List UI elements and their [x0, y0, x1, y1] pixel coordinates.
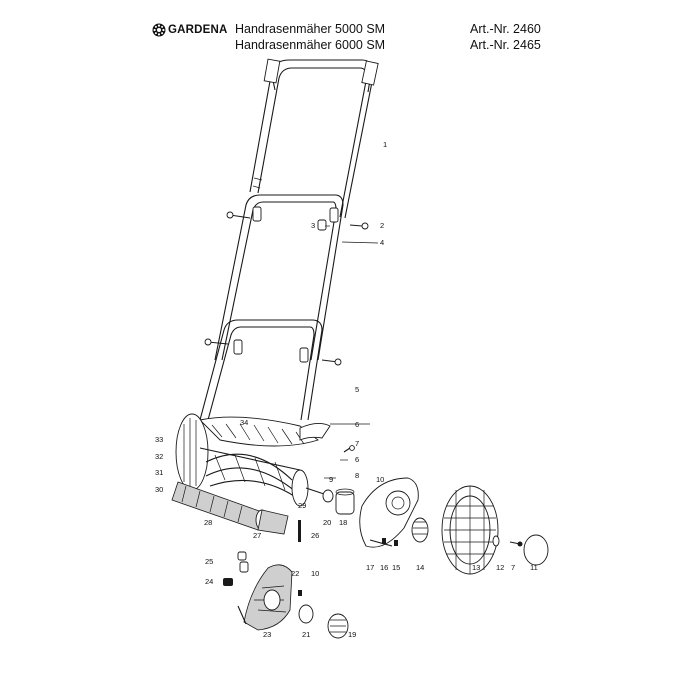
part-label: 33: [155, 435, 163, 444]
part-label: 20: [323, 518, 331, 527]
part-label: 29: [298, 501, 306, 510]
part-label: 14: [416, 563, 424, 572]
part-label: 24: [205, 577, 213, 586]
side-frame: [237, 564, 302, 631]
part-label: 7: [355, 439, 359, 448]
part-label: 23: [263, 630, 271, 639]
part-label: 31: [155, 468, 163, 477]
brand-logo: GARDENA: [152, 23, 228, 37]
part-label: 32: [155, 452, 163, 461]
part-label: 19: [348, 630, 356, 639]
handle-clip: [317, 219, 327, 231]
part-label: 30: [155, 485, 163, 494]
part-label: 7: [511, 563, 515, 572]
part-label: 27: [253, 531, 261, 540]
lower-handle: [199, 319, 323, 421]
part-label: 9: [329, 475, 333, 484]
part-label: 34: [240, 418, 248, 427]
part-label: 1: [383, 140, 387, 149]
part-label: 2: [380, 221, 384, 230]
brand-name: GARDENA: [168, 24, 228, 36]
part-label: 22: [291, 569, 299, 578]
part-label: 12: [496, 563, 504, 572]
handle-lever: [299, 423, 331, 441]
part-label: 6: [355, 455, 359, 464]
part-label: 21: [302, 630, 310, 639]
part-label: 18: [339, 518, 347, 527]
part-label: 3: [311, 221, 315, 230]
wheel: [441, 485, 499, 575]
bearings: [322, 488, 429, 543]
rear-roller: [171, 481, 301, 542]
gardena-flower-icon: [152, 23, 166, 37]
part-label: 11: [530, 563, 538, 572]
article-number-2460: Art.-Nr. 2460: [470, 22, 541, 36]
part-label: 10: [376, 475, 384, 484]
part-label: 8: [355, 471, 359, 480]
part-label: 17: [366, 563, 374, 572]
part-label: 13: [472, 563, 480, 572]
model-title-5000: Handrasenmäher 5000 SM: [235, 22, 386, 36]
middle-handle: [214, 194, 344, 361]
part-label: 16: [380, 563, 388, 572]
side-gear-housing: [359, 477, 419, 548]
hub-cap: [492, 534, 549, 566]
article-number-2465: Art.-Nr. 2465: [470, 38, 541, 52]
part-label: 26: [311, 531, 319, 540]
small-parts: [223, 551, 349, 639]
part-label: 5: [355, 385, 359, 394]
upper-handle: [249, 58, 379, 219]
document-header: GARDENA Handrasenmäher 5000 SM Handrasen…: [0, 22, 700, 58]
part-label: 4: [380, 238, 384, 247]
part-label: 6: [355, 420, 359, 429]
bolts: [204, 211, 369, 453]
part-label: 15: [392, 563, 400, 572]
part-labels: 1 2 3 4 5 6 7 6 8 9 10 34 33 32 31 30 29…: [155, 140, 538, 639]
model-title-6000: Handrasenmäher 6000 SM: [235, 38, 386, 52]
part-label: 25: [205, 557, 213, 566]
shaft-pin: [298, 520, 301, 542]
part-label: 28: [204, 518, 212, 527]
part-label: 10: [311, 569, 319, 578]
blade-cover: [199, 416, 331, 447]
